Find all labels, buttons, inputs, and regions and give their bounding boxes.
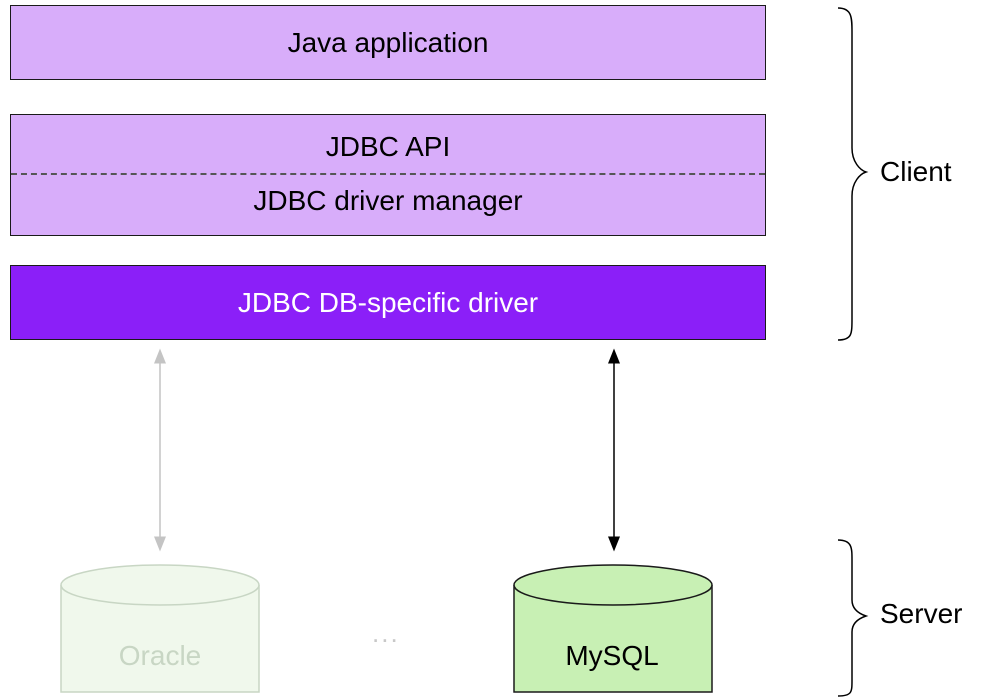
client-brace bbox=[837, 7, 869, 341]
mysql-database-cylinder bbox=[513, 564, 713, 693]
java-application-label: Java application bbox=[287, 26, 489, 58]
jdbc-db-specific-driver-box: JDBC DB-specific driver bbox=[10, 265, 766, 340]
client-label: Client bbox=[880, 156, 952, 187]
jdbc-driver-manager-label: JDBC driver manager bbox=[253, 185, 523, 216]
java-application-box: Java application bbox=[10, 5, 766, 80]
server-label: Server bbox=[880, 598, 963, 629]
more-databases-ellipsis: ... bbox=[372, 618, 400, 648]
jdbc-api-divider bbox=[11, 173, 765, 175]
oracle-database-cylinder bbox=[60, 564, 260, 693]
server-brace bbox=[837, 539, 869, 697]
jdbc-api-label: JDBC API bbox=[325, 131, 451, 162]
jdbc-db-specific-driver-label: JDBC DB-specific driver bbox=[237, 286, 539, 318]
jdbc-api-box: JDBC API JDBC driver manager bbox=[10, 114, 766, 236]
mysql-label: MySQL bbox=[565, 640, 659, 671]
oracle-label: Oracle bbox=[118, 640, 202, 671]
